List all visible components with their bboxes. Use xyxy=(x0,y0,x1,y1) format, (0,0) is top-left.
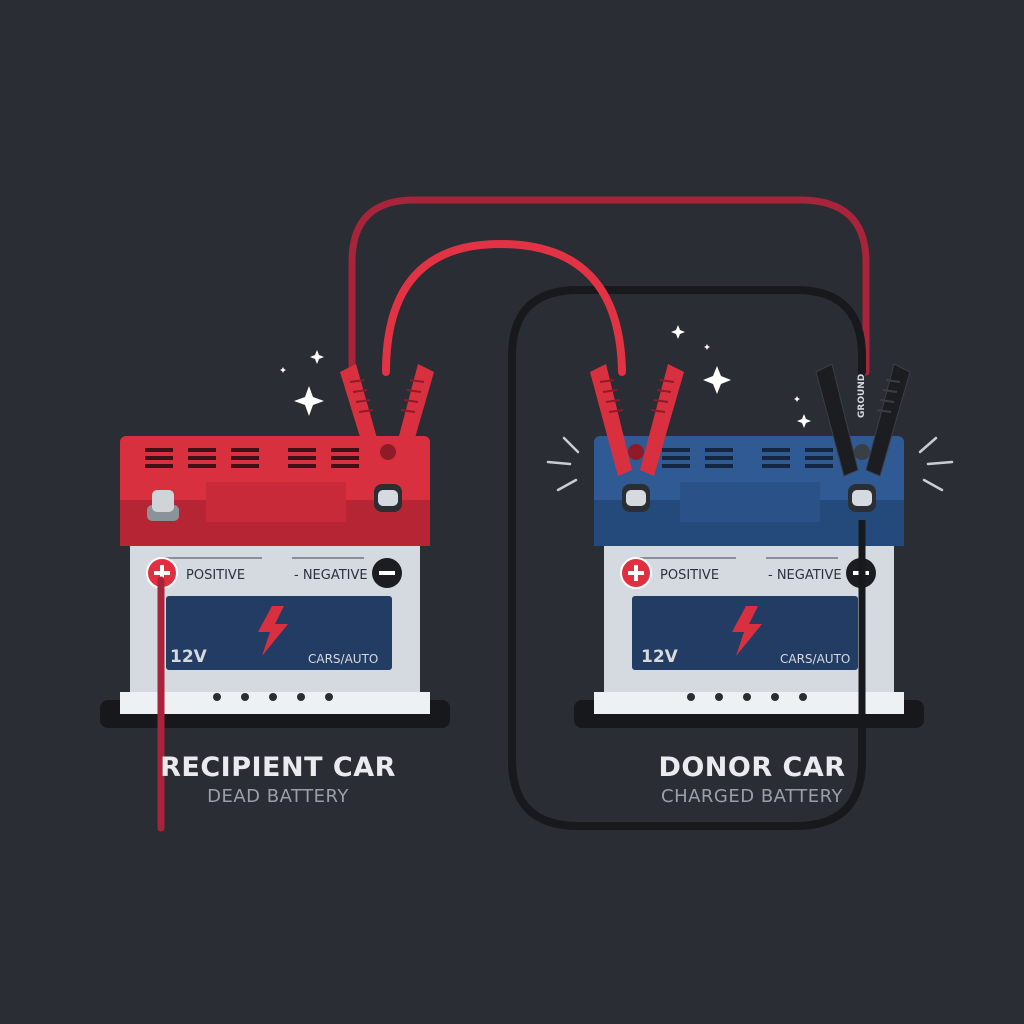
recipient-base-vents xyxy=(213,693,333,701)
sparkle-icon xyxy=(280,325,811,428)
recipient-lightning-icon xyxy=(258,606,288,656)
donor-positive-clamp xyxy=(590,364,684,512)
recipient-type-label: CARS/AUTO xyxy=(308,652,378,666)
donor-caption-title: DONOR CAR xyxy=(658,752,846,783)
donor-positive-icon xyxy=(620,557,652,589)
recipient-battery-base xyxy=(120,692,430,714)
donor-base-vents xyxy=(687,693,807,701)
donor-caption-subtitle: CHARGED BATTERY xyxy=(661,786,843,807)
donor-battery-base xyxy=(594,692,904,714)
recipient-caption-title: RECIPIENT CAR xyxy=(160,752,396,783)
donor-battery: POSITIVE - NEGATIVE 12V CARS/AUTO xyxy=(574,436,924,728)
outer-red-cable xyxy=(348,196,870,376)
donor-positive-label: POSITIVE xyxy=(660,568,719,583)
recipient-battery: POSITIVE - NEGATIVE 12V CARS/AUTO xyxy=(100,436,450,728)
donor-voltage: 12V xyxy=(641,647,679,667)
donor-top-vents xyxy=(662,448,833,468)
recipient-terminal-post xyxy=(147,490,179,521)
recipient-positive-clamp xyxy=(340,364,434,512)
ground-clamp: GROUND xyxy=(815,363,911,512)
donor-lightning-icon xyxy=(732,606,762,656)
recipient-negative-label: - NEGATIVE xyxy=(294,568,368,583)
recipient-caption-subtitle: DEAD BATTERY xyxy=(207,786,349,807)
red-positive-cable xyxy=(382,239,626,376)
donor-negative-label: - NEGATIVE xyxy=(768,568,842,583)
recipient-top-vents xyxy=(145,448,359,468)
donor-type-label: CARS/AUTO xyxy=(780,652,850,666)
spark-lines xyxy=(546,436,954,492)
black-ground-cable xyxy=(508,286,866,830)
recipient-positive-label: POSITIVE xyxy=(186,568,245,583)
recipient-negative-icon xyxy=(372,558,402,588)
recipient-voltage: 12V xyxy=(170,647,208,667)
ground-clamp-label: GROUND xyxy=(857,374,867,418)
